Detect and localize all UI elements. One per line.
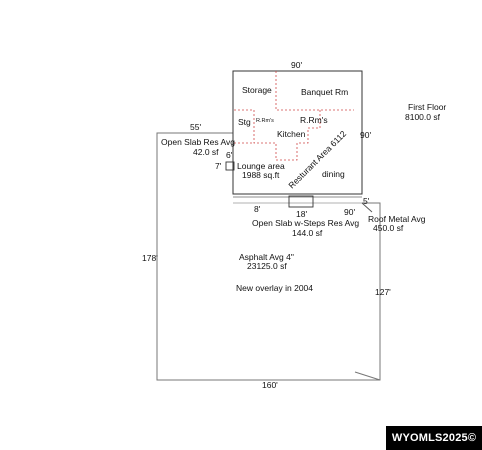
- room-dining-label: dining: [322, 169, 345, 179]
- room-banquet-label: Banquet Rm: [301, 87, 348, 97]
- notch-dim: 5': [363, 196, 370, 206]
- building-bottom-left-dim: 8': [254, 204, 261, 214]
- open-slab-area: 42.0 sf: [193, 147, 219, 157]
- interior-partitions: [234, 71, 354, 161]
- floor-area: 8100.0 sf: [405, 112, 441, 122]
- building-bottom-dim: 90': [344, 207, 355, 217]
- room-storage-label: Storage: [242, 85, 272, 95]
- room-lounge-area: 1988 sq.ft: [242, 170, 280, 180]
- asphalt-left-dim: 178': [142, 253, 158, 263]
- watermark-text: WYOMLS2025©: [391, 432, 477, 444]
- asphalt-right-dim: 127': [375, 287, 391, 297]
- building-bottom-mid-dim: 18': [296, 209, 307, 219]
- open-slab-top-dim: 55': [190, 122, 201, 132]
- roof-metal-marker: [361, 202, 373, 213]
- asphalt-note: New overlay in 2004: [236, 283, 313, 293]
- room-stg-label: Stg: [238, 117, 251, 127]
- open-slab-dim-6: 6': [226, 150, 233, 160]
- roof-metal-name: Roof Metal Avg: [368, 214, 426, 224]
- room-kitchen-label: Kitchen: [277, 129, 306, 139]
- watermark-badge: WYOMLS2025©: [386, 426, 482, 450]
- open-slab-square: [225, 161, 235, 171]
- steps-slab-name: Open Slab w-Steps Res Avg: [252, 218, 359, 228]
- asphalt-bottom-dim: 160': [262, 380, 278, 390]
- asphalt-name: Asphalt Avg 4": [239, 252, 294, 262]
- steps-slab-outline: [288, 195, 314, 208]
- asphalt-outline: [156, 132, 381, 381]
- asphalt-bottom-notch: [354, 371, 381, 381]
- room-lounge-label: Lounge area: [237, 161, 285, 171]
- open-slab-dim-7: 7': [215, 161, 222, 171]
- asphalt-area: 23125.0 sf: [247, 261, 287, 271]
- room-rrms-label: R.Rm's: [300, 115, 328, 125]
- room-rrms-small-label: R.Rm's: [256, 118, 274, 124]
- steps-slab-area: 144.0 sf: [292, 228, 323, 238]
- building-top-dim: 90': [291, 60, 302, 70]
- roof-metal-area: 450.0 sf: [373, 223, 404, 233]
- open-slab-name: Open Slab Res Avg: [161, 137, 235, 147]
- building-outline: [232, 70, 363, 195]
- building-right-dim: 90': [360, 130, 371, 140]
- floor-name: First Floor: [408, 102, 446, 112]
